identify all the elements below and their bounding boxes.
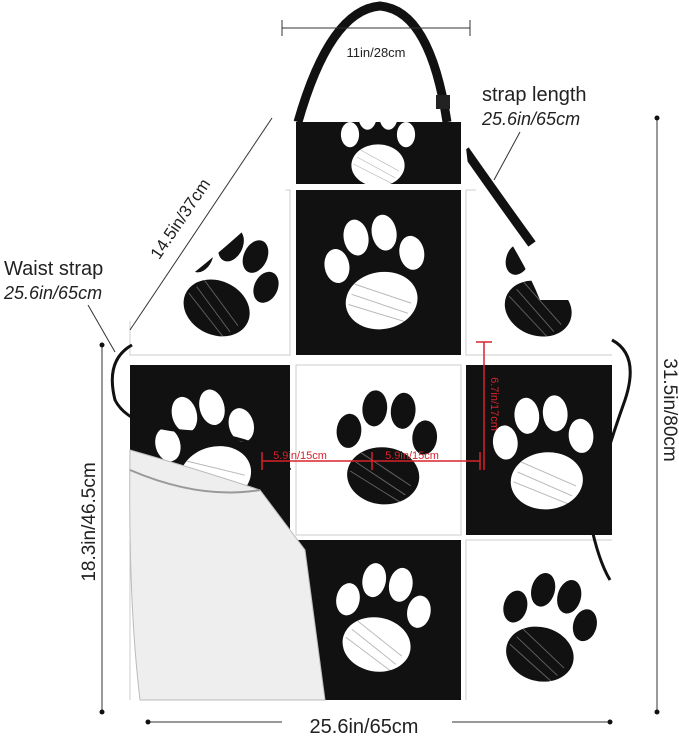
- strap-length-title: strap length: [482, 84, 587, 106]
- folded-corner: [129, 449, 326, 701]
- bottom-width-label: 25.6in/65cm: [310, 716, 419, 738]
- waist-strap-right: [588, 338, 632, 581]
- pocket-width-right-label: 5.9in/15cm: [385, 450, 439, 462]
- pocket-height-label: 6.7in/17cm: [488, 377, 500, 431]
- strap-buckle: [436, 95, 450, 109]
- side-length-label: 18.3in/46.5cm: [79, 462, 100, 581]
- total-length-label: 31.5in/80cm: [659, 358, 679, 462]
- strap-length-value: 25.6in/65cm: [481, 109, 580, 129]
- neck-strap: [293, 1, 452, 124]
- strap-tail: [461, 147, 536, 247]
- top-width-label: 11in/28cm: [346, 45, 405, 60]
- waist-strap-left: [110, 343, 292, 471]
- waist-strap-value: 25.6in/65cm: [3, 283, 102, 303]
- pocket-width-left-label: 5.9in/15cm: [273, 450, 327, 462]
- waist-strap-title: Waist strap: [4, 258, 103, 280]
